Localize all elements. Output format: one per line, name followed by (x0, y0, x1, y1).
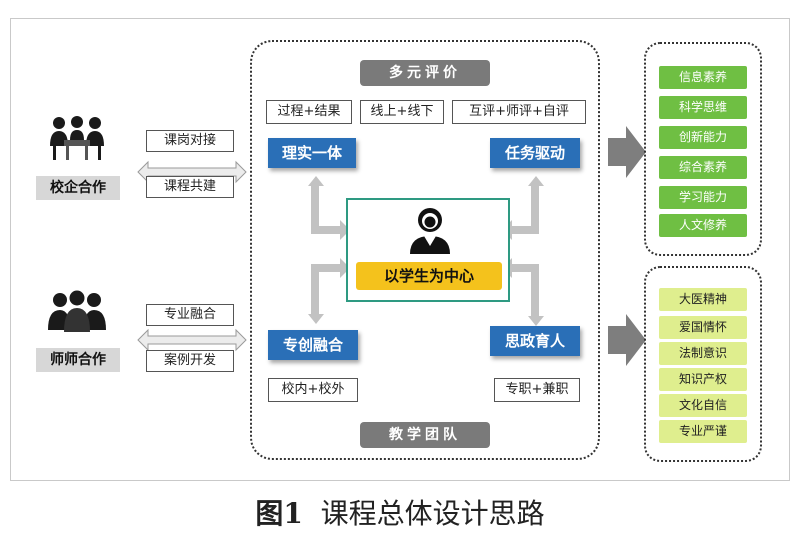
actor-label-school-enterprise: 校企合作 (36, 176, 120, 200)
value-item: 专业严谨 (659, 420, 747, 443)
item-major-integration: 专业融合 (146, 304, 234, 326)
team-meeting-icon (50, 116, 104, 160)
tag-in-out-school: 校内+校外 (268, 378, 358, 402)
student-icon (410, 208, 450, 254)
core-student-centered: 以学生为中心 (346, 198, 510, 302)
elbow-arrow-bottom-right (502, 258, 544, 326)
core-label: 以学生为中心 (356, 262, 502, 290)
figure-caption: 图1 课程总体设计思路 (0, 492, 800, 532)
competency-item: 信息素养 (659, 66, 747, 89)
box-specialty-innovation: 专创融合 (268, 330, 358, 360)
box-theory-practice: 理实一体 (268, 138, 356, 168)
box-task-driven: 任务驱动 (490, 138, 580, 168)
figure-number: 图1 (255, 497, 303, 530)
output-panel-values (644, 266, 762, 462)
teachers-group-icon (48, 290, 106, 332)
figure-title: 课程总体设计思路 (320, 497, 545, 530)
actor-label-teacher-teacher: 师师合作 (36, 348, 120, 372)
tag-process-result: 过程+结果 (266, 100, 352, 124)
output-arrow-top (608, 126, 646, 178)
competency-item: 学习能力 (659, 186, 747, 209)
box-ideological-education: 思政育人 (490, 326, 580, 356)
double-arrow-bottom (137, 328, 247, 352)
elbow-arrow-bottom-left (308, 258, 350, 324)
value-item: 知识产权 (659, 368, 747, 391)
value-item: 大医精神 (659, 288, 747, 311)
competency-item: 人文修养 (659, 214, 747, 237)
tag-online-offline: 线上+线下 (360, 100, 444, 124)
item-course-co-build: 课程共建 (146, 176, 234, 198)
item-case-development: 案例开发 (146, 350, 234, 372)
competency-item: 综合素养 (659, 156, 747, 179)
elbow-arrow-top-right (502, 176, 544, 240)
value-item: 文化自信 (659, 394, 747, 417)
output-arrow-bottom (608, 314, 646, 366)
header-teaching-team: 教学团队 (360, 422, 490, 448)
item-course-job-alignment: 课岗对接 (146, 130, 234, 152)
header-multi-evaluation: 多元评价 (360, 60, 490, 86)
value-item: 爱国情怀 (659, 316, 747, 339)
value-item: 法制意识 (659, 342, 747, 365)
elbow-arrow-top-left (308, 176, 350, 240)
central-panel (250, 40, 600, 460)
competency-item: 科学思维 (659, 96, 747, 119)
tag-mutual-teacher-self: 互评+师评+自评 (452, 100, 586, 124)
tag-fulltime-parttime: 专职+兼职 (494, 378, 580, 402)
competency-item: 创新能力 (659, 126, 747, 149)
output-panel-competencies (644, 42, 762, 256)
